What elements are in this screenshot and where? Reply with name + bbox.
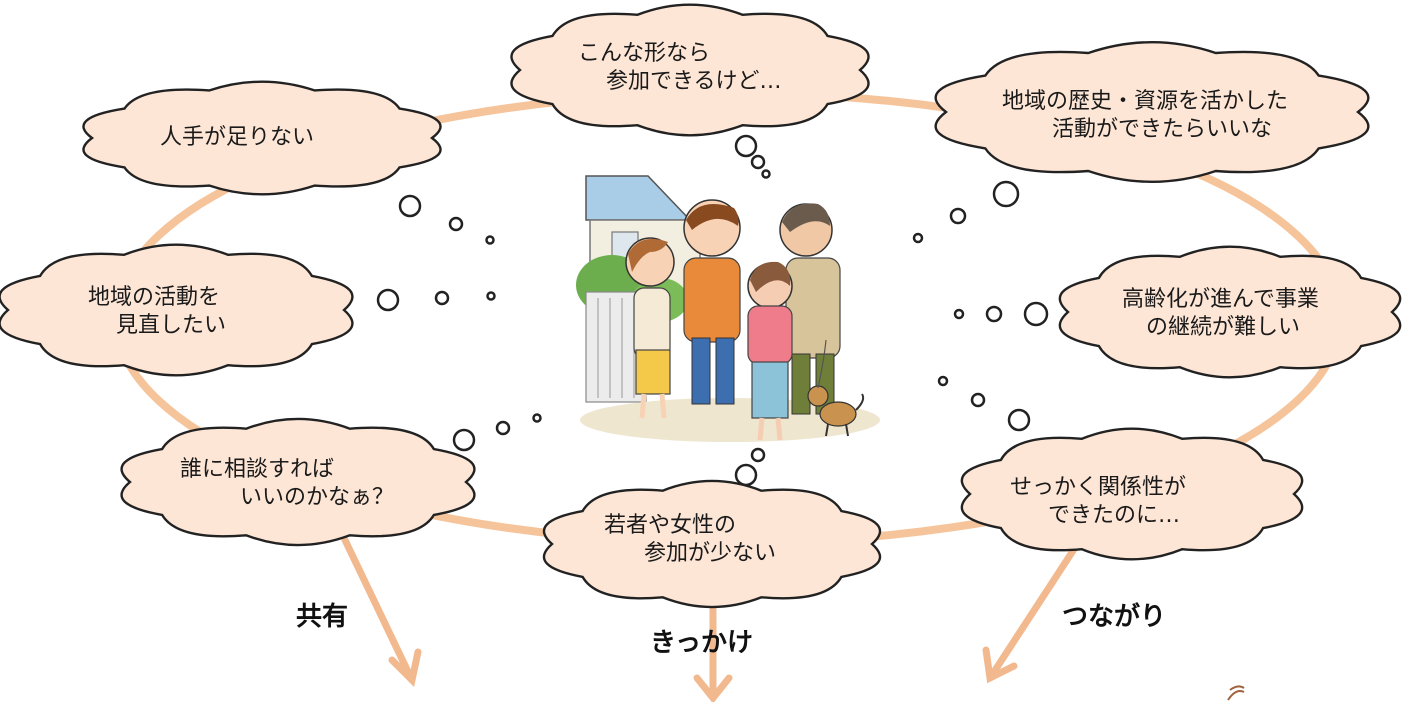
corner-mark	[1227, 685, 1245, 701]
thought-bubble-7	[542, 479, 882, 609]
thought-dots-bottom	[734, 447, 766, 487]
thought-bubble-4	[0, 243, 354, 377]
bubble-6-line-1: 誰に相談すれば	[180, 457, 335, 482]
bubble-1-line-2: 参加できるけど…	[606, 69, 782, 95]
thought-bubble-5	[1058, 245, 1402, 379]
bubble-4-line-1: 地域の活動を	[88, 285, 221, 310]
bubble-7-line-1: 若者や女性の	[604, 513, 737, 538]
thought-bubble-2	[82, 80, 442, 196]
bubble-5-line-2: の継続が難しい	[1146, 315, 1301, 341]
bubble-4-text: 地域の活動を 見直したい	[88, 284, 226, 340]
thought-bubble-1	[510, 3, 870, 137]
bubble-7-line-2: 参加が少ない	[644, 541, 777, 567]
bubble-2-text: 人手が足りない	[160, 124, 314, 152]
thought-bubble-6	[120, 417, 476, 547]
bubble-6-text: 誰に相談すれば いいのかなぁ？	[180, 456, 394, 512]
arrow-left	[341, 536, 422, 688]
bubble-7-text: 若者や女性の 参加が少ない	[604, 512, 776, 568]
bubble-8-line-2: できたのに…	[1048, 503, 1181, 529]
thought-dots-lower-left	[452, 413, 542, 452]
thought-dots-lower-right	[937, 375, 1031, 432]
bubble-8-text: せっかく関係性が できたのに…	[1010, 474, 1186, 530]
bubble-3-line-1: 地域の歴史・資源を活かした	[1002, 89, 1289, 114]
thought-dots-mid-right	[953, 301, 1049, 327]
label-connection: つながり	[1062, 601, 1167, 631]
thought-bubble-8	[960, 427, 1304, 561]
bubble-3-text: 地域の歴史・資源を活かした 活動ができたらいいな	[1002, 88, 1288, 144]
bubble-3-line-2: 活動ができたらいいな	[1052, 117, 1273, 143]
arrow-center	[693, 596, 733, 704]
thought-bubble-3	[934, 41, 1370, 183]
label-trigger: きっかけ	[650, 627, 753, 657]
thought-dots-mid-left	[376, 288, 496, 312]
bubble-5-line-1: 高齢化が進んで事業	[1122, 287, 1319, 312]
bubble-2-line-1: 人手が足りない	[160, 125, 315, 150]
bubble-6-line-2: いいのかなぁ？	[240, 485, 395, 511]
thought-dots-top	[734, 134, 771, 179]
bubble-1-line-1: こんな形なら	[578, 41, 711, 66]
thought-dots-upper-right	[912, 180, 1020, 244]
bubble-5-text: 高齢化が進んで事業 の継続が難しい	[1122, 286, 1319, 342]
bubble-4-line-2: 見直したい	[116, 313, 227, 339]
bubble-8-line-1: せっかく関係性が	[1010, 475, 1187, 500]
thought-dots-upper-left	[398, 194, 495, 245]
bubble-1-text: こんな形なら 参加できるけど…	[578, 40, 782, 96]
label-share: 共有	[296, 601, 349, 631]
neighbors-chatting-illustration	[576, 175, 880, 442]
arrow-right	[982, 536, 1084, 684]
